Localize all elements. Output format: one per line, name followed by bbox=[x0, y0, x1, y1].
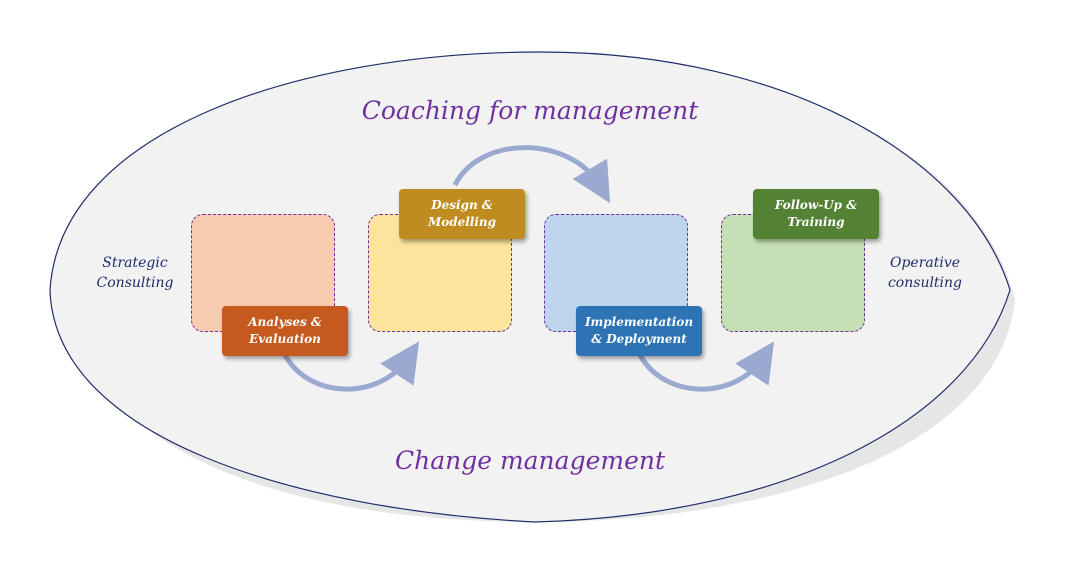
label-line: Implementation bbox=[584, 315, 694, 329]
label-line: Analyses & bbox=[248, 315, 322, 329]
label-line: Follow-Up & bbox=[774, 198, 858, 212]
label-line: Design & bbox=[431, 198, 493, 212]
arrow-3 bbox=[637, 341, 775, 392]
label-line: & Deployment bbox=[591, 332, 687, 346]
right-label: Operative consulting bbox=[870, 253, 980, 293]
phase-label-analyses: Analyses & Evaluation bbox=[222, 306, 348, 356]
phase-label-followup: Follow-Up & Training bbox=[753, 189, 879, 239]
phase-label-implementation: Implementation & Deployment bbox=[576, 306, 702, 356]
left-label-line: Consulting bbox=[96, 275, 174, 291]
arrow-1 bbox=[282, 341, 420, 392]
right-label-line: consulting bbox=[887, 275, 963, 291]
top-title: Coaching for management bbox=[361, 96, 699, 125]
label-line: Training bbox=[787, 215, 845, 229]
right-label-line: Operative bbox=[889, 255, 961, 271]
left-label-line: Strategic bbox=[102, 255, 168, 271]
phase-label-design: Design & Modelling bbox=[399, 189, 525, 239]
label-line: Evaluation bbox=[249, 332, 321, 346]
lens-outline bbox=[49, 51, 1011, 523]
label-line: Modelling bbox=[427, 215, 497, 229]
bottom-title: Change management bbox=[394, 446, 666, 475]
arrow-2 bbox=[452, 145, 611, 204]
